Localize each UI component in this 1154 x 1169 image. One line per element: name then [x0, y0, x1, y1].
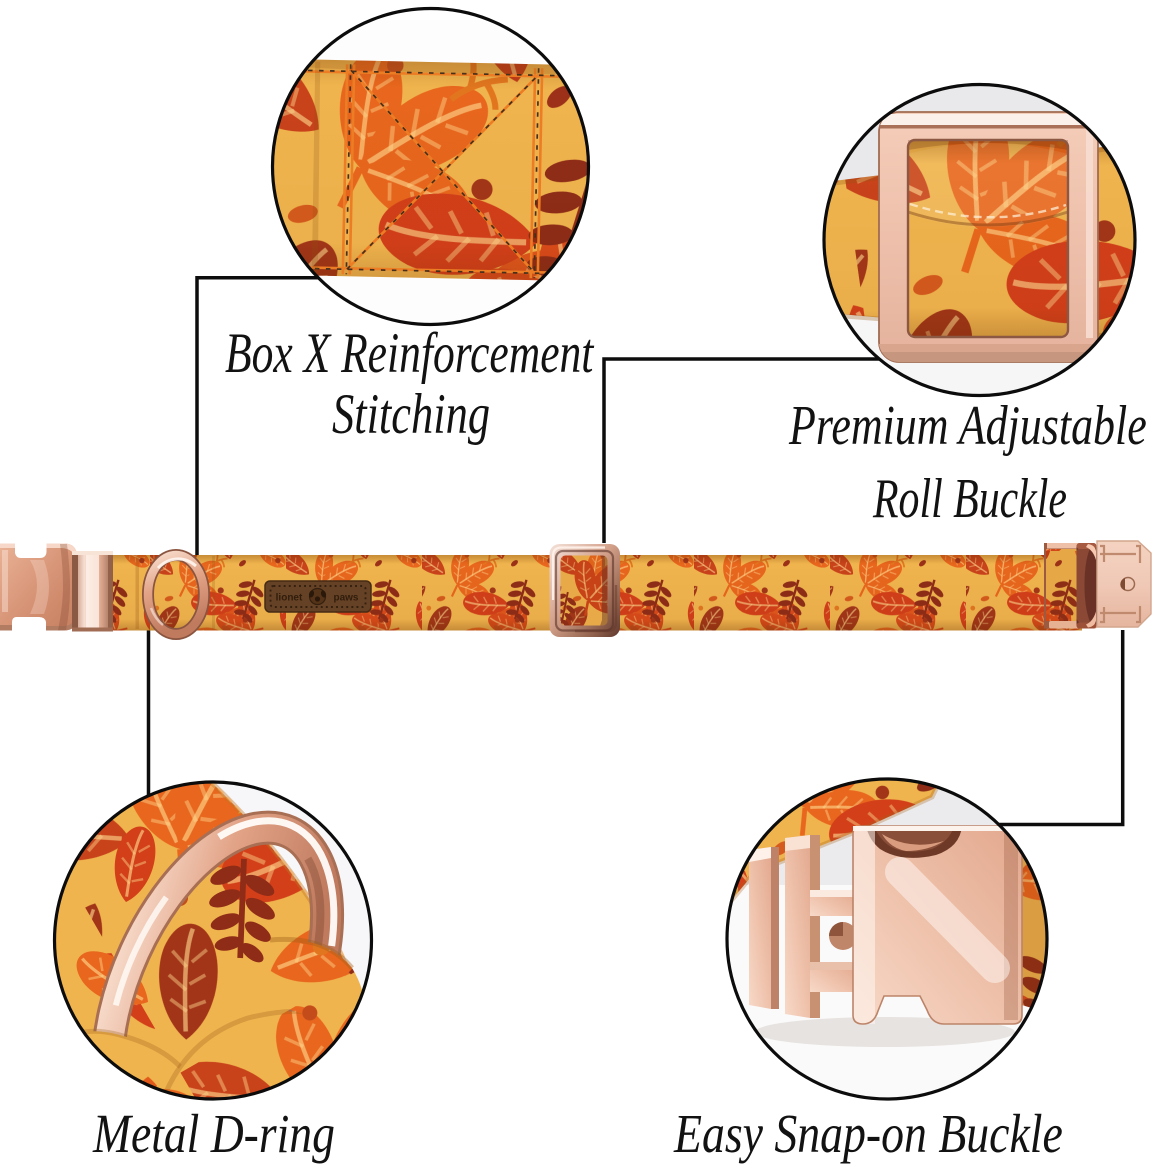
- svg-text:lionet: lionet: [276, 593, 303, 604]
- svg-text:paws: paws: [333, 593, 358, 604]
